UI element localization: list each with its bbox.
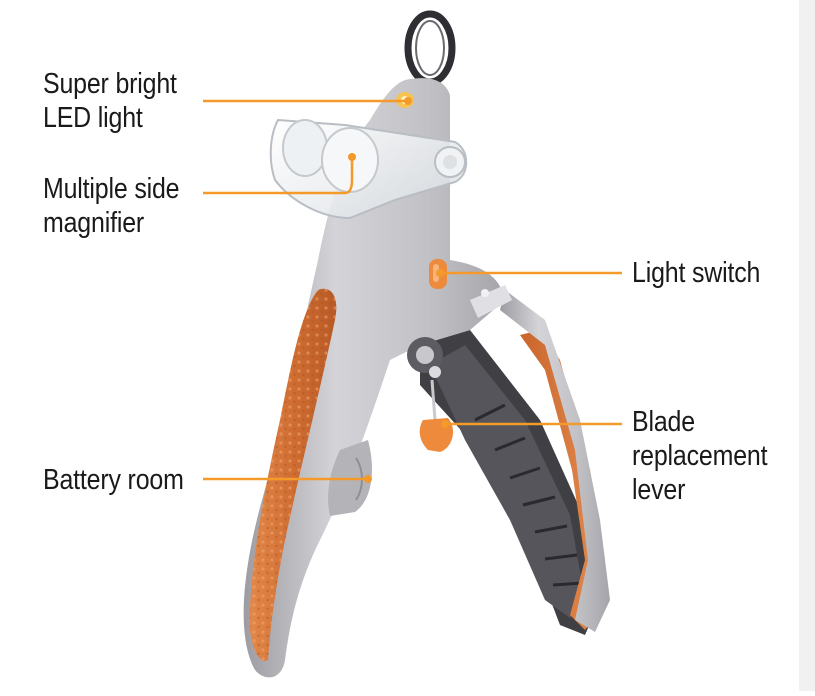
label-magnifier-line2: magnifier [43,207,145,239]
label-blade-line3: lever [632,474,686,506]
label-led-light: Super bright LED light [43,67,177,135]
page-edge-bar [799,0,815,691]
clipper-body [243,78,512,678]
label-led-line2: LED light [43,102,143,134]
callout-dots [348,97,449,483]
label-blade-lever: Blade replacement lever [632,405,768,507]
right-handle [420,290,610,635]
callout-lines [203,99,622,481]
label-battery-room: Battery room [43,463,184,497]
hanging-ring [404,10,456,86]
label-blade-line2: replacement [632,440,768,472]
label-switch-line1: Light switch [632,257,761,289]
label-light-switch: Light switch [632,256,760,290]
label-blade-line1: Blade [632,406,695,438]
handle-ribs [474,403,584,587]
callout-magnifier [203,158,354,195]
label-led-line1: Super bright [43,68,177,100]
label-magnifier-line1: Multiple side [43,173,180,205]
label-battery-line1: Battery room [43,464,184,496]
label-magnifier: Multiple side magnifier [43,172,180,240]
